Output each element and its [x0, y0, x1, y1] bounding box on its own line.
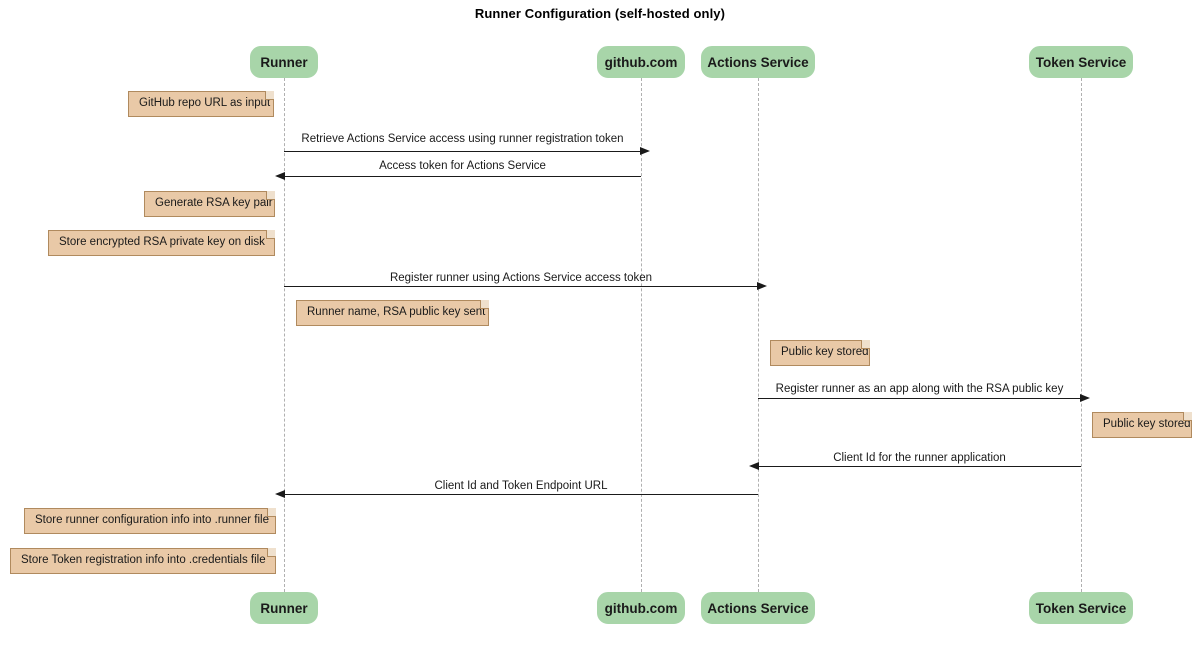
note-text: Generate RSA key pair — [155, 197, 273, 210]
note-text: Runner name, RSA public key sent — [307, 306, 486, 319]
note-fold-corner-icon — [861, 340, 870, 349]
msg-register-runner-label: Register runner using Actions Service ac… — [389, 272, 653, 284]
lifeline-actions — [758, 78, 759, 592]
note-fold-corner-icon — [266, 230, 275, 239]
msg-access-token-label: Access token for Actions Service — [379, 160, 546, 172]
participant-actions-bottom[interactable]: Actions Service — [701, 592, 815, 624]
note-fold-corner-icon — [1183, 412, 1192, 421]
msg-access-token-line — [275, 171, 641, 180]
participant-runner-top[interactable]: Runner — [250, 46, 318, 78]
participant-actions-top[interactable]: Actions Service — [701, 46, 815, 78]
participant-label: github.com — [604, 600, 678, 616]
note-fold-corner-icon — [265, 91, 274, 100]
participant-github-top[interactable]: github.com — [597, 46, 685, 78]
page-title: Runner Configuration (self-hosted only) — [474, 6, 726, 21]
participant-label: Actions Service — [707, 600, 809, 616]
note-store-credentials: Store Token registration info into .cred… — [10, 548, 276, 574]
msg-client-id-endpoint-label: Client Id and Token Endpoint URL — [434, 480, 608, 492]
note-generate-rsa: Generate RSA key pair — [144, 191, 275, 217]
msg-retrieve-actions-access-label: Retrieve Actions Service access using ru… — [301, 133, 624, 145]
arrowhead-icon — [1080, 393, 1090, 402]
note-store-runner-file: Store runner configuration info into .ru… — [24, 508, 276, 534]
msg-register-app-line — [758, 393, 1090, 402]
arrowhead-icon — [757, 281, 767, 290]
participant-label: Actions Service — [707, 54, 809, 70]
lifeline-github — [641, 78, 642, 592]
msg-client-id-endpoint-line — [275, 489, 758, 498]
arrowhead-icon — [640, 146, 650, 155]
lifeline-runner — [284, 78, 285, 592]
arrowhead-icon — [275, 489, 285, 498]
participant-token-bottom[interactable]: Token Service — [1029, 592, 1133, 624]
lifeline-token — [1081, 78, 1082, 592]
note-text: Store encrypted RSA private key on disk — [59, 236, 265, 249]
participant-label: Token Service — [1035, 54, 1127, 70]
note-text: Store Token registration info into .cred… — [21, 554, 266, 567]
participant-label: github.com — [604, 54, 678, 70]
note-store-private-key: Store encrypted RSA private key on disk — [48, 230, 275, 256]
note-public-key-token: Public key stored — [1092, 412, 1192, 438]
msg-register-runner-line — [284, 281, 767, 290]
msg-retrieve-actions-access-line — [284, 146, 650, 155]
note-text: GitHub repo URL as input — [139, 97, 271, 110]
participant-github-bottom[interactable]: github.com — [597, 592, 685, 624]
participant-label: Token Service — [1035, 600, 1127, 616]
note-fold-corner-icon — [266, 191, 275, 200]
msg-register-app-label: Register runner as an app along with the… — [775, 383, 1064, 395]
note-text: Public key stored — [1103, 418, 1191, 431]
participant-token-top[interactable]: Token Service — [1029, 46, 1133, 78]
participant-label: Runner — [260, 54, 308, 70]
participant-label: Runner — [260, 600, 308, 616]
note-runner-name-key: Runner name, RSA public key sent — [296, 300, 489, 326]
note-fold-corner-icon — [480, 300, 489, 309]
note-text: Store runner configuration info into .ru… — [35, 514, 269, 527]
note-fold-corner-icon — [267, 508, 276, 517]
arrowhead-icon — [275, 171, 285, 180]
participant-runner-bottom[interactable]: Runner — [250, 592, 318, 624]
msg-client-id-label: Client Id for the runner application — [833, 452, 1006, 464]
msg-client-id-line — [749, 461, 1081, 470]
note-public-key-actions: Public key stored — [770, 340, 870, 366]
note-github-repo-url: GitHub repo URL as input — [128, 91, 274, 117]
note-text: Public key stored — [781, 346, 869, 359]
arrowhead-icon — [749, 461, 759, 470]
note-fold-corner-icon — [267, 548, 276, 557]
